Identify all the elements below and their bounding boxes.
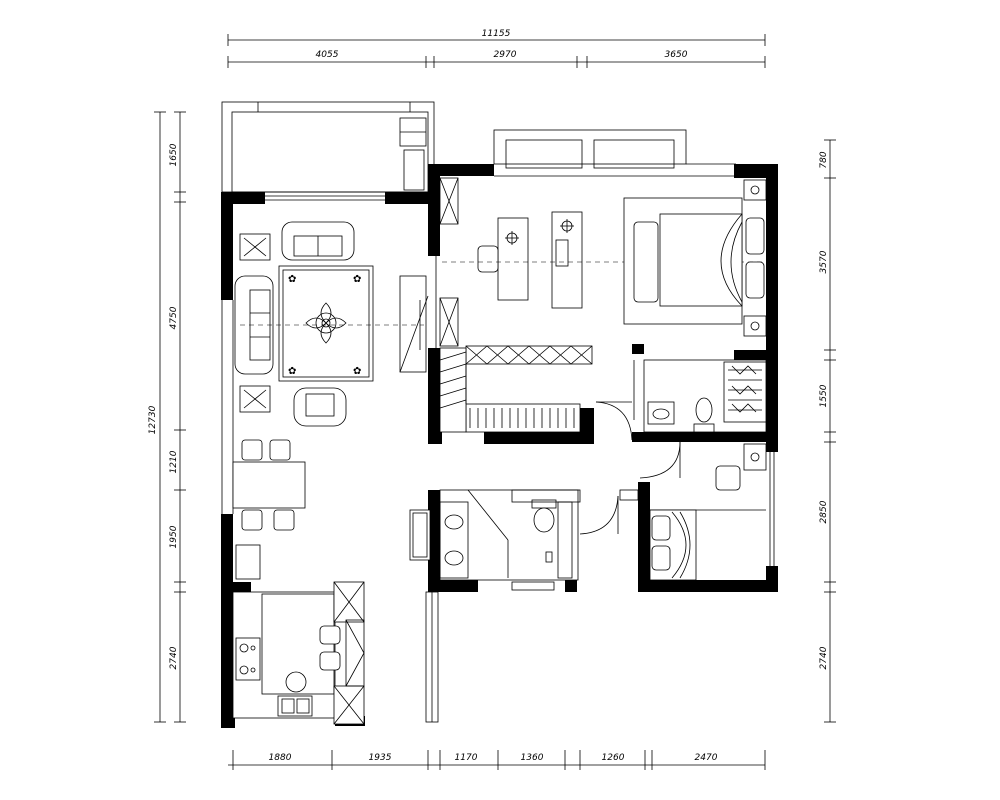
second-bedroom bbox=[639, 441, 775, 581]
bed-icon bbox=[623, 197, 765, 325]
stove-icon bbox=[235, 637, 261, 681]
bar-stool bbox=[319, 651, 341, 671]
dim-right-1: 780 bbox=[819, 151, 829, 168]
dim-top-3: 3650 bbox=[665, 50, 688, 60]
bathroom bbox=[409, 489, 639, 591]
dim-top-1: 4055 bbox=[316, 50, 339, 60]
dim-top-total-label: 11155 bbox=[482, 29, 511, 39]
dim-right-2: 3570 bbox=[819, 250, 829, 273]
dim-left-2: 4750 bbox=[169, 306, 179, 329]
door-swing-icon bbox=[595, 401, 633, 441]
nightstand bbox=[743, 315, 767, 337]
dining-table bbox=[232, 439, 306, 531]
toilet-icon bbox=[531, 499, 557, 533]
toilet-icon bbox=[693, 397, 715, 433]
kitchen bbox=[232, 581, 365, 725]
door-swing-icon bbox=[579, 495, 619, 535]
dimension-top-total: 11155 bbox=[227, 29, 766, 46]
wardrobe bbox=[439, 345, 593, 433]
dim-bottom-4: 1360 bbox=[521, 753, 544, 763]
sink-icon bbox=[444, 514, 464, 566]
balcony-left bbox=[221, 101, 435, 193]
svg-text:✿: ✿ bbox=[288, 274, 296, 285]
dim-bottom-1: 1880 bbox=[269, 753, 292, 763]
sink-icon bbox=[277, 695, 313, 717]
balcony-bedroom bbox=[493, 129, 736, 169]
dim-left-total-label: 12730 bbox=[148, 405, 158, 434]
side-table-pattern bbox=[243, 389, 267, 409]
dim-bottom-3: 1170 bbox=[455, 753, 478, 763]
svg-text:✿: ✿ bbox=[353, 274, 361, 285]
dimension-top-row: 4055 2970 3650 bbox=[227, 50, 766, 68]
side-table-pattern bbox=[243, 237, 267, 257]
dimension-bottom-row: 1880 1935 1170 1360 1260 2470 bbox=[228, 750, 766, 770]
sink-icon bbox=[647, 401, 675, 425]
dimension-left-row: 1650 4750 1210 1950 2740 bbox=[169, 111, 186, 723]
living-room: ✿ ✿ ✿ ✿ bbox=[221, 195, 429, 580]
bar-stool bbox=[319, 625, 341, 645]
dim-left-1: 1650 bbox=[169, 143, 179, 166]
tv-cabinet bbox=[399, 275, 427, 373]
dim-top-2: 2970 bbox=[494, 50, 517, 60]
desk-icon bbox=[551, 211, 583, 309]
sofa-icon bbox=[281, 221, 355, 261]
armchair-icon bbox=[715, 465, 741, 491]
desk-icon bbox=[477, 217, 529, 301]
person-figure bbox=[285, 671, 307, 693]
entry bbox=[425, 591, 439, 723]
dim-right-3: 1550 bbox=[819, 384, 829, 407]
ensuite-bathroom bbox=[595, 359, 767, 441]
dim-right-4: 2850 bbox=[819, 500, 829, 523]
armchair-icon bbox=[293, 387, 347, 427]
dimension-right-row: 780 3570 1550 2850 2740 bbox=[819, 139, 836, 723]
fridge bbox=[235, 544, 261, 580]
master-bedroom bbox=[435, 175, 767, 348]
bed-icon bbox=[649, 509, 697, 581]
door-swing-icon bbox=[639, 441, 681, 479]
dim-left-5: 2740 bbox=[169, 646, 179, 669]
dim-bottom-5: 1260 bbox=[602, 753, 625, 763]
walls bbox=[221, 164, 778, 728]
dim-left-4: 1950 bbox=[169, 525, 179, 548]
dim-left-3: 1210 bbox=[169, 450, 179, 473]
coffee-table: ✿ ✿ ✿ ✿ bbox=[278, 265, 374, 382]
svg-text:✿: ✿ bbox=[353, 366, 361, 377]
dim-right-5: 2740 bbox=[819, 646, 829, 669]
nightstand bbox=[743, 179, 767, 201]
dimension-left-total: 12730 bbox=[148, 111, 166, 723]
dim-bottom-6: 2470 bbox=[695, 753, 718, 763]
dim-bottom-2: 1935 bbox=[369, 753, 392, 763]
svg-text:✿: ✿ bbox=[288, 366, 296, 377]
